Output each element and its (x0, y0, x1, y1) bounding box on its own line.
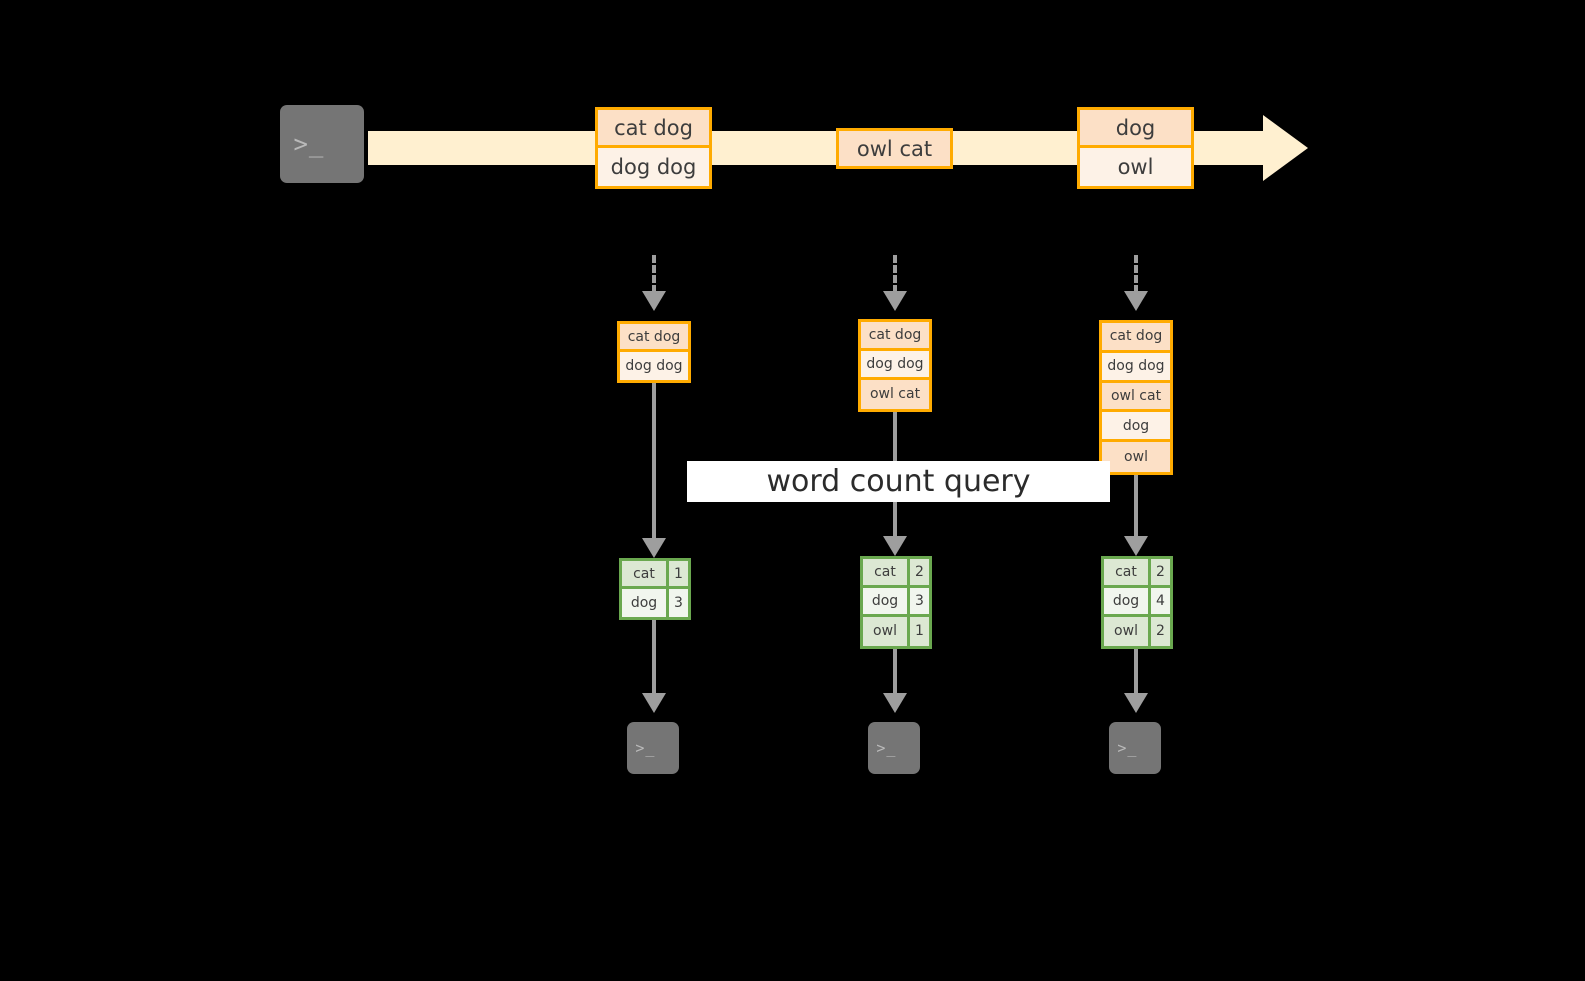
snapshot-line: owl cat (861, 379, 929, 409)
stream-message-line: cat dog (598, 110, 709, 148)
terminal-prompt-icon: >_ (293, 130, 325, 158)
table-row: cat 2 (1104, 559, 1170, 588)
stream-message-line: owl cat (839, 131, 950, 166)
snapshot-connector-arrow-1 (642, 291, 666, 311)
producer-terminal[interactable]: >_ (273, 98, 371, 190)
snapshot-stack-1[interactable]: cat dog dog dog (617, 321, 691, 383)
snapshot-line: owl cat (1102, 382, 1170, 413)
snapshot-line: cat dog (620, 324, 688, 352)
query-connector-1 (652, 383, 656, 543)
snapshot-line: dog dog (620, 352, 688, 380)
sink-connector-3 (1134, 649, 1138, 698)
result-table-1[interactable]: cat 1 dog 3 (619, 558, 691, 620)
snapshot-line: owl (1102, 442, 1170, 472)
result-word: dog (622, 589, 669, 617)
result-word: cat (863, 559, 910, 585)
result-word: dog (1104, 588, 1151, 614)
result-count: 2 (1151, 616, 1170, 646)
result-count: 2 (1151, 559, 1170, 585)
sink-connector-arrow-2 (883, 693, 907, 713)
stream-message-1[interactable]: cat dog dog dog (595, 107, 712, 189)
result-table-3[interactable]: cat 2 dog 4 owl 2 (1101, 556, 1173, 649)
snapshot-connector-3 (1134, 255, 1138, 293)
snapshot-stack-3[interactable]: cat dog dog dog owl cat dog owl (1099, 320, 1173, 475)
table-row: owl 2 (1104, 616, 1170, 646)
result-word: cat (1104, 559, 1151, 585)
table-row: owl 1 (863, 616, 929, 646)
table-row: cat 1 (622, 561, 688, 589)
stream-message-line: owl (1080, 148, 1191, 186)
sink-connector-arrow-3 (1124, 693, 1148, 713)
table-row: cat 2 (863, 559, 929, 588)
table-row: dog 4 (1104, 588, 1170, 617)
snapshot-connector-arrow-2 (883, 291, 907, 311)
result-word: owl (863, 616, 910, 646)
sink-connector-1 (652, 620, 656, 698)
terminal-prompt-icon: >_ (1117, 739, 1138, 757)
result-count: 3 (910, 588, 929, 614)
stream-arrow-head (1263, 115, 1308, 181)
consumer-terminal-1[interactable]: >_ (620, 715, 686, 781)
sink-connector-2 (893, 649, 897, 698)
result-word: owl (1104, 616, 1151, 646)
result-word: dog (863, 588, 910, 614)
consumer-terminal-3[interactable]: >_ (1102, 715, 1168, 781)
snapshot-connector-1 (652, 255, 656, 293)
result-word: cat (622, 561, 669, 586)
terminal-prompt-icon: >_ (635, 739, 656, 757)
query-label: word count query (687, 461, 1110, 502)
result-count: 1 (910, 616, 929, 646)
result-count: 4 (1151, 588, 1170, 614)
terminal-prompt-icon: >_ (876, 739, 897, 757)
result-count: 2 (910, 559, 929, 585)
stream-message-3[interactable]: dog owl (1077, 107, 1194, 189)
snapshot-connector-2 (893, 255, 897, 293)
snapshot-line: dog dog (1102, 352, 1170, 383)
consumer-terminal-2[interactable]: >_ (861, 715, 927, 781)
sink-connector-arrow-1 (642, 693, 666, 713)
table-row: dog 3 (863, 588, 929, 617)
table-row: dog 3 (622, 589, 688, 617)
stream-message-2[interactable]: owl cat (836, 128, 953, 169)
stream-message-line: dog dog (598, 148, 709, 186)
query-connector-arrow-2 (883, 536, 907, 556)
query-connector-arrow-3 (1124, 536, 1148, 556)
snapshot-line: cat dog (1102, 323, 1170, 353)
result-count: 3 (669, 589, 688, 617)
snapshot-line: cat dog (861, 322, 929, 351)
snapshot-connector-arrow-3 (1124, 291, 1148, 311)
result-count: 1 (669, 561, 688, 586)
snapshot-line: dog dog (861, 351, 929, 380)
query-connector-3 (1134, 475, 1138, 542)
snapshot-stack-2[interactable]: cat dog dog dog owl cat (858, 319, 932, 412)
query-connector-arrow-1 (642, 538, 666, 558)
stream-message-line: dog (1080, 110, 1191, 148)
result-table-2[interactable]: cat 2 dog 3 owl 1 (860, 556, 932, 649)
snapshot-line: dog (1102, 412, 1170, 443)
